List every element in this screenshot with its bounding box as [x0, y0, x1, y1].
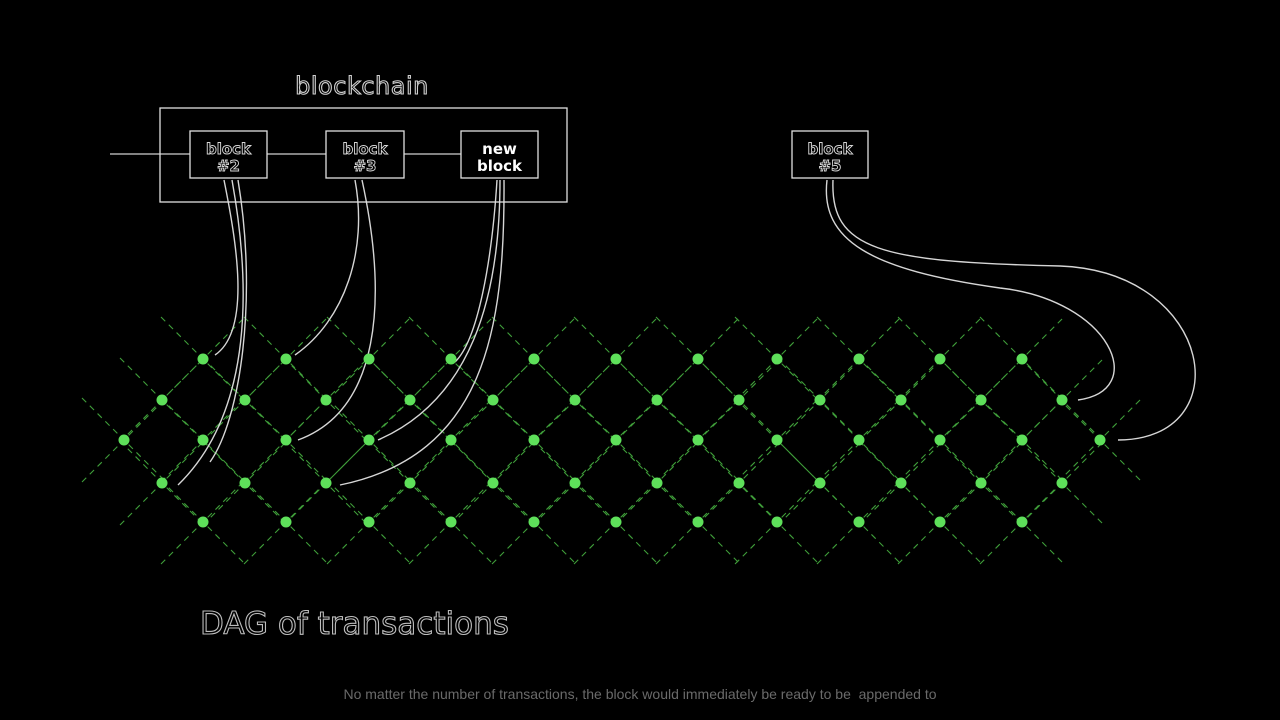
- link-block5-a: [825, 179, 1115, 401]
- link-newblock-b: [377, 179, 501, 441]
- dag-node-r4-c9: [934, 516, 946, 528]
- dag-node-r2-c8: [771, 434, 783, 446]
- dag-node-r2-c12: [1094, 434, 1106, 446]
- link-block2-a: [214, 179, 239, 356]
- dag-node-r3-c10: [975, 477, 987, 489]
- dag-node-r2-c11: [1016, 434, 1028, 446]
- new-block-line1: new: [482, 140, 517, 158]
- dag-node-r0-c2: [363, 353, 375, 365]
- dag-node-r0-c5: [610, 353, 622, 365]
- block-5-line1: block: [807, 140, 853, 158]
- dag-node-r4-c1: [280, 516, 292, 528]
- dag-nodes: [118, 353, 1106, 528]
- dag-node-r3-c0: [156, 477, 168, 489]
- dag-node-r2-c1: [197, 434, 209, 446]
- dag-node-r0-c7: [771, 353, 783, 365]
- dag-node-r3-c2: [320, 477, 332, 489]
- link-newblock-c: [339, 179, 505, 486]
- dag-node-r2-c9: [853, 434, 865, 446]
- block-3: block #3: [325, 130, 405, 179]
- block-2: block #2: [189, 130, 268, 179]
- dag-node-r3-c5: [569, 477, 581, 489]
- dag-node-r1-c5: [569, 394, 581, 406]
- dag-node-r4-c4: [528, 516, 540, 528]
- link-newblock-a: [454, 179, 498, 363]
- link-block3-b: [297, 179, 376, 441]
- dag-node-r4-c3: [445, 516, 457, 528]
- caption: No matter the number of transactions, th…: [343, 686, 937, 702]
- dag-node-r1-c11: [1056, 394, 1068, 406]
- dag-node-r3-c6: [651, 477, 663, 489]
- block-5-line2: #5: [818, 157, 841, 175]
- dag-node-r1-c4: [487, 394, 499, 406]
- block-2-line2: #2: [217, 157, 240, 175]
- dag-node-r2-c5: [528, 434, 540, 446]
- block-3-line2: #3: [353, 157, 376, 175]
- dag-title: DAG of transactions: [200, 606, 509, 642]
- dag-node-r2-c10: [934, 434, 946, 446]
- block-5: block #5: [791, 130, 869, 179]
- dag-node-r1-c2: [320, 394, 332, 406]
- dag-node-r1-c0: [156, 394, 168, 406]
- dag-node-r0-c10: [1016, 353, 1028, 365]
- dag-node-r0-c3: [445, 353, 457, 365]
- dag-node-r1-c8: [814, 394, 826, 406]
- dag-node-r1-c6: [651, 394, 663, 406]
- dag-node-r1-c1: [239, 394, 251, 406]
- dag-node-r2-c3: [363, 434, 375, 446]
- block-3-line1: block: [342, 140, 388, 158]
- dag-node-r1-c10: [975, 394, 987, 406]
- dag-node-r2-c4: [445, 434, 457, 446]
- dag-node-r3-c4: [487, 477, 499, 489]
- dag-node-r1-c3: [404, 394, 416, 406]
- link-block3-a: [294, 179, 360, 356]
- link-block2-b: [177, 179, 244, 486]
- dag-node-r0-c1: [280, 353, 292, 365]
- dag-node-r3-c3: [404, 477, 416, 489]
- dag-node-r3-c11: [1056, 477, 1068, 489]
- dag-node-r3-c9: [895, 477, 907, 489]
- block-2-line1: block: [206, 140, 252, 158]
- dag-node-r4-c8: [853, 516, 865, 528]
- link-block2-c: [209, 179, 248, 463]
- dag-node-r0-c9: [934, 353, 946, 365]
- dag-node-r4-c2: [363, 516, 375, 528]
- dag-node-r0-c0: [197, 353, 209, 365]
- dag-node-r2-c2: [280, 434, 292, 446]
- dag-node-r4-c6: [692, 516, 704, 528]
- dag-node-r0-c8: [853, 353, 865, 365]
- dag-node-r3-c1: [239, 477, 251, 489]
- dag-node-r1-c9: [895, 394, 907, 406]
- blockchain-title: blockchain: [295, 72, 429, 100]
- dag-node-r2-c0: [118, 434, 130, 446]
- dag-node-r4-c5: [610, 516, 622, 528]
- link-block5-b: [832, 179, 1196, 441]
- dag-node-r0-c6: [692, 353, 704, 365]
- new-block-line2: block: [477, 157, 523, 175]
- dag-node-r3-c7: [733, 477, 745, 489]
- dag-node-r0-c4: [528, 353, 540, 365]
- dag-node-r4-c7: [771, 516, 783, 528]
- dag-node-r3-c8: [814, 477, 826, 489]
- dag-node-r2-c7: [692, 434, 704, 446]
- dag-node-r2-c6: [610, 434, 622, 446]
- dag-node-r4-c10: [1016, 516, 1028, 528]
- dag-node-r1-c7: [733, 394, 745, 406]
- dag-node-r4-c0: [197, 516, 209, 528]
- block-links: [177, 179, 1196, 486]
- new-block: new block: [460, 130, 539, 179]
- blockchain-frame: [159, 107, 568, 203]
